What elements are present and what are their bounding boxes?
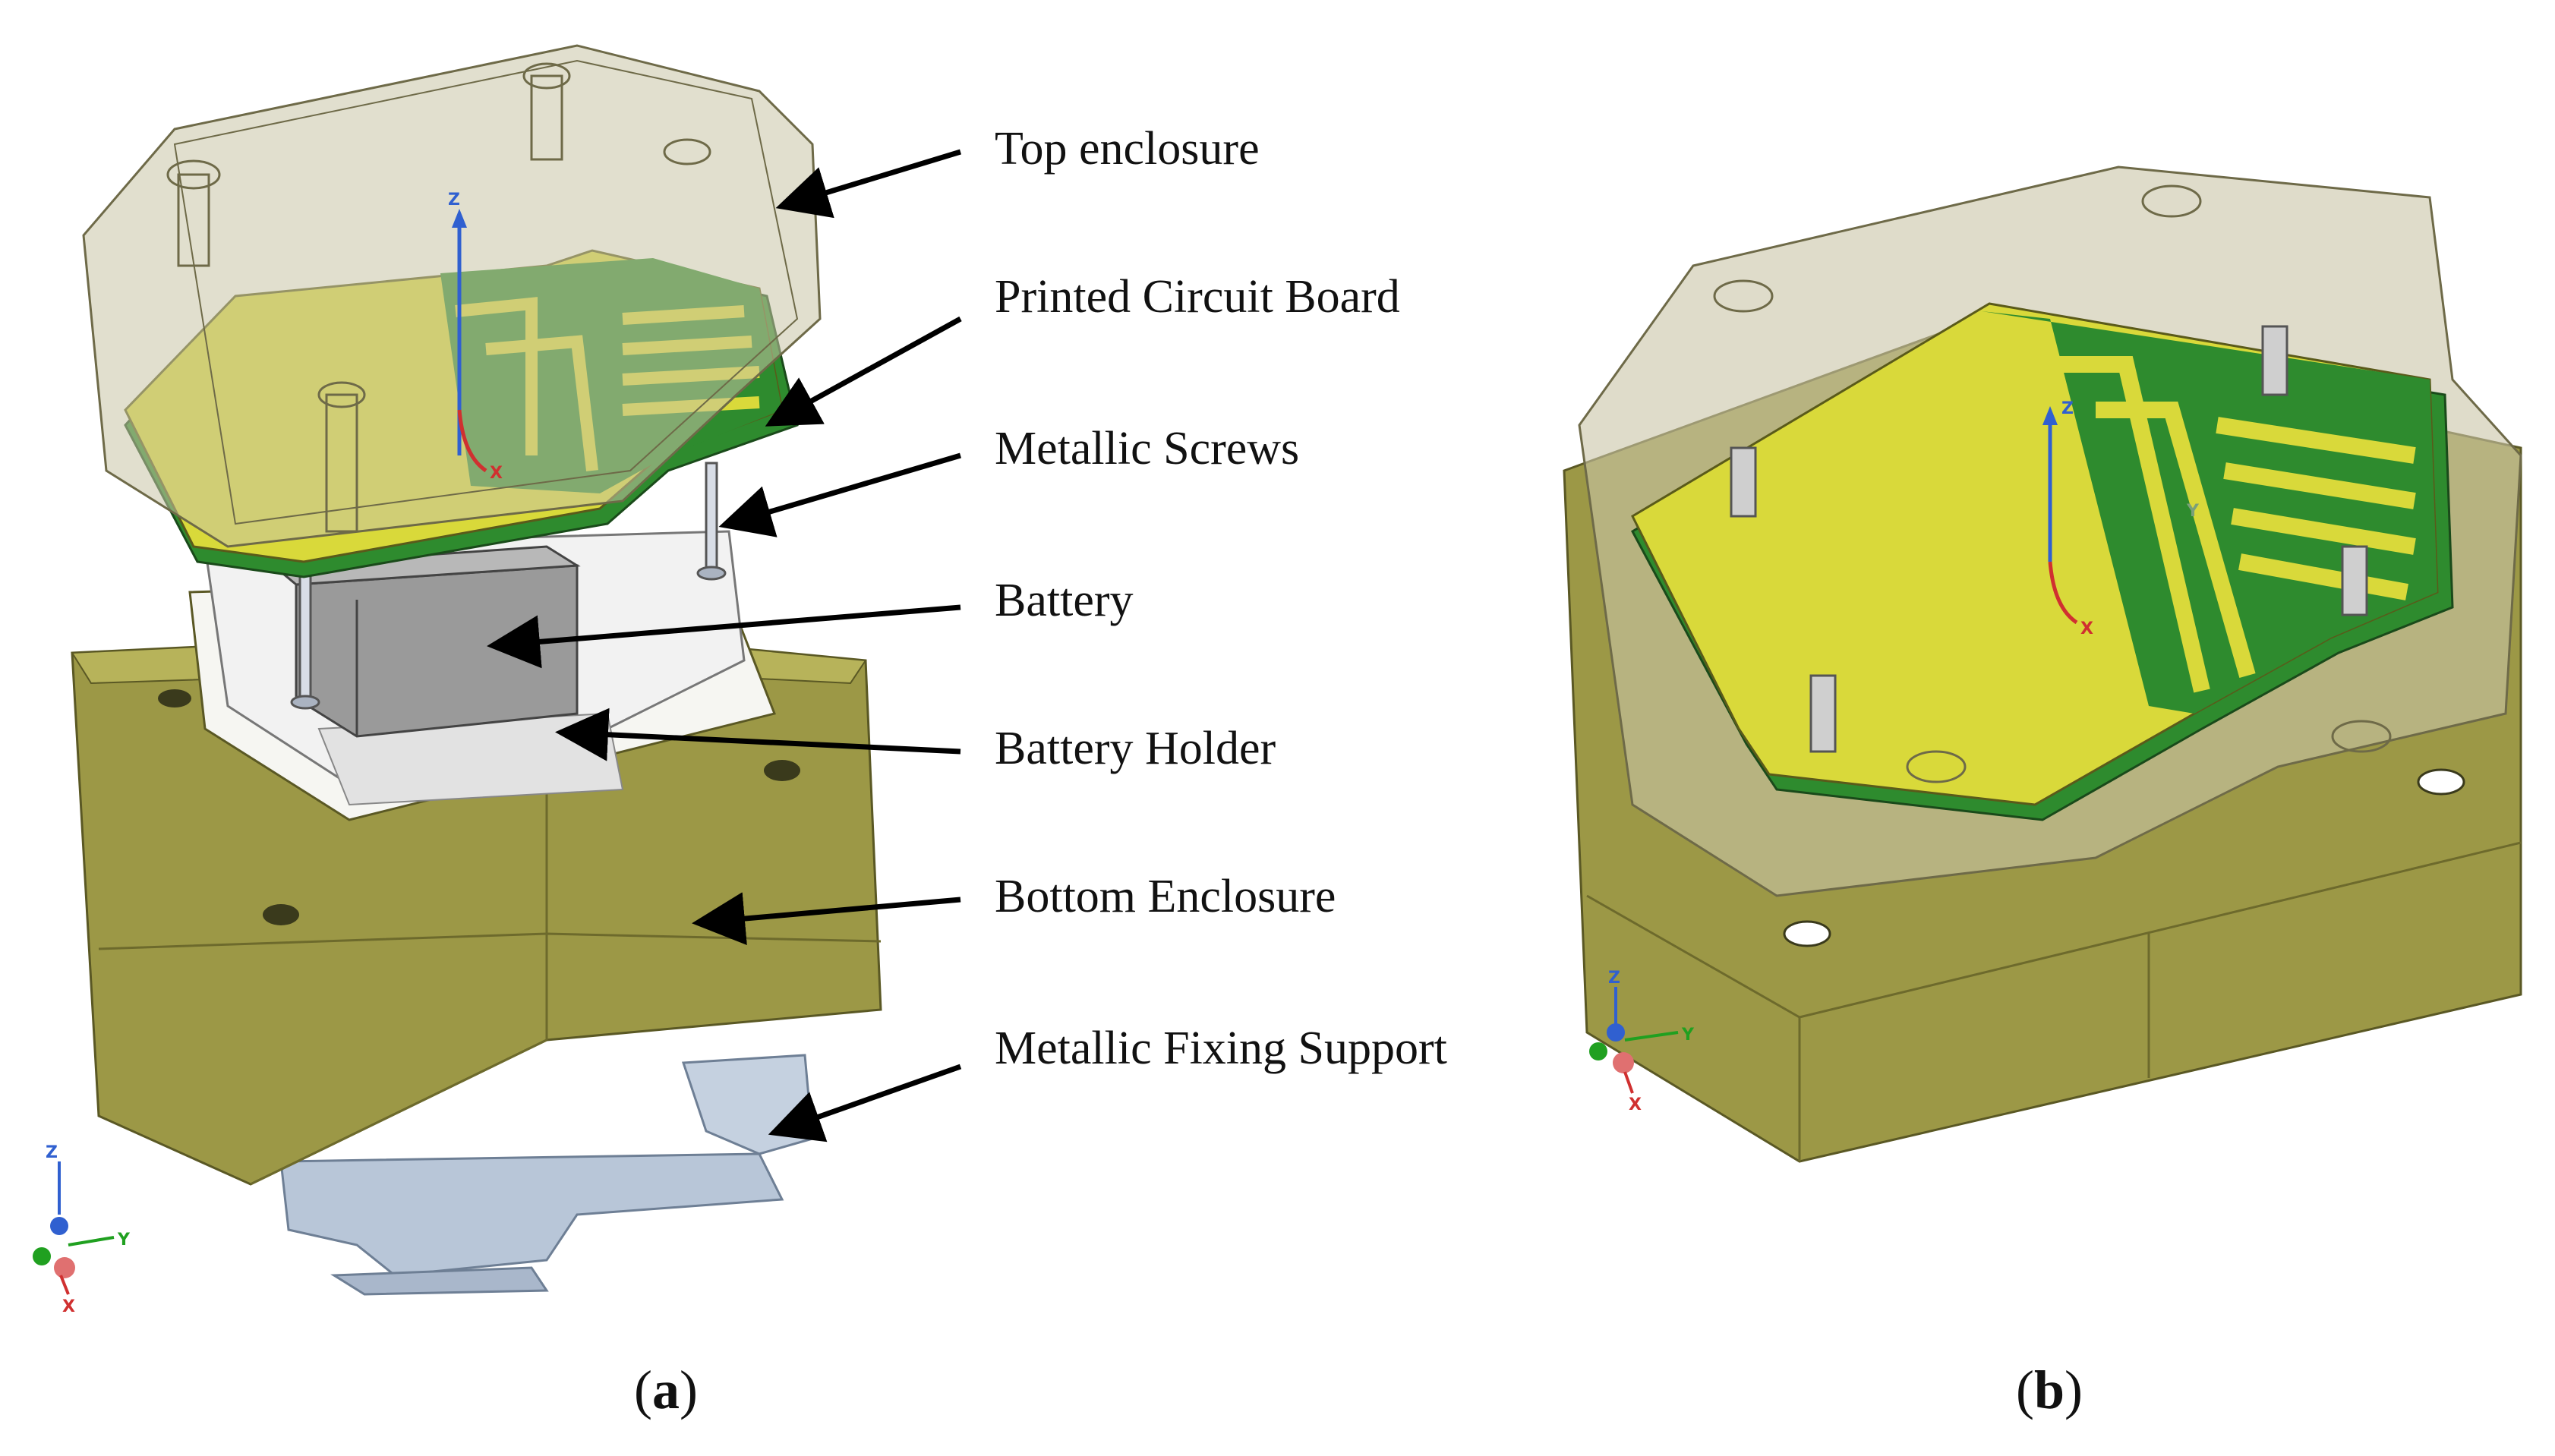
panel-a-pcb-axis-x: X [490,464,503,483]
label-metallic-screws: Metallic Screws [995,423,1300,474]
label-bottom-enclosure: Bottom Enclosure [995,871,1336,922]
caption-panel-a: (a) [634,1363,698,1417]
leader-arrows [487,149,962,1142]
panel-a-pcb-axis-z: Z [448,191,460,210]
caption-panel-a-close: ) [679,1360,698,1420]
panel-b-pcb-axis-x: X [2080,619,2093,638]
label-battery: Battery [995,575,1134,626]
caption-panel-a-open: ( [634,1360,652,1420]
panel-a-triad-y: Y [117,1231,131,1250]
leader-arrow-battery [487,604,961,669]
label-top-enclosure: Top enclosure [995,123,1260,175]
panel-b-triad-z: Z [1608,969,1620,988]
leader-arrow-top-enclosure [775,149,962,219]
panel-b-triad-x: X [1629,1095,1642,1114]
top-enclosure-part [82,44,822,548]
leader-arrow-bottom-enclosure [692,892,961,945]
panel-a-triad-z: Z [46,1143,58,1162]
panel-b-pcb-axis: Z X Y [2042,399,2200,638]
panel-b-pcb-axis-z: Z [2061,399,2074,418]
label-battery-holder: Battery Holder [995,723,1276,774]
panel-a-pcb-axis: Z X [448,191,503,483]
panel-a-triad-x: X [62,1297,75,1316]
caption-panel-b-close: ) [2065,1360,2083,1420]
panel-b-triad: Z Y X [1589,969,1695,1114]
caption-panel-a-letter: a [651,1360,680,1420]
panel-b-pcb-axis-y: Y [2186,502,2200,521]
panel-b-drawing [1563,165,2522,1163]
leader-arrow-battery-holder [555,708,961,761]
caption-panel-b-letter: b [2033,1360,2065,1420]
panel-a-triad: Z Y X [33,1143,131,1316]
leader-arrow-screws [718,452,961,537]
leader-arrow-pcb [765,316,962,427]
label-metallic-fixing-support: Metallic Fixing Support [995,1023,1447,1074]
caption-panel-b: (b) [2016,1363,2083,1417]
panel-b-triad-y: Y [1681,1026,1695,1045]
leader-arrow-fixing-support [768,1064,962,1142]
panel-a-drawing [71,44,882,1296]
caption-panel-b-open: ( [2016,1360,2034,1420]
label-printed-circuit-board: Printed Circuit Board [995,271,1400,323]
battery-part [270,545,581,738]
